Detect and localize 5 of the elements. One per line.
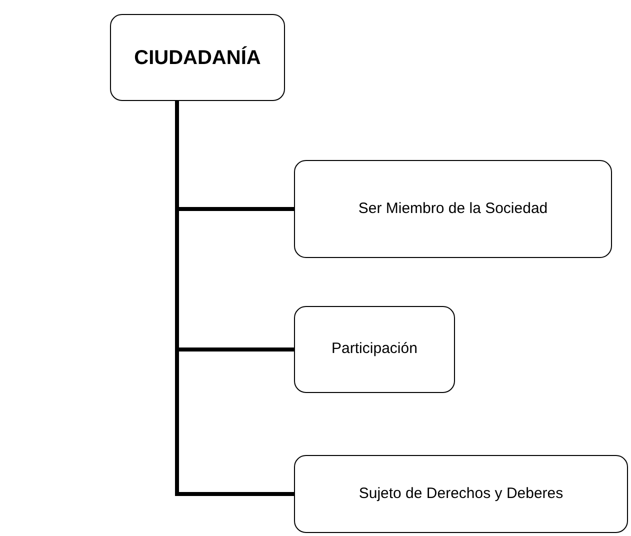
- connector-line: [175, 101, 294, 496]
- concept-box: Participación: [294, 306, 455, 393]
- title-box: CIUDADANÍA: [110, 14, 285, 101]
- concept-box: Sujeto de Derechos y Deberes: [294, 455, 628, 533]
- concept-box: Ser Miembro de la Sociedad: [294, 160, 612, 258]
